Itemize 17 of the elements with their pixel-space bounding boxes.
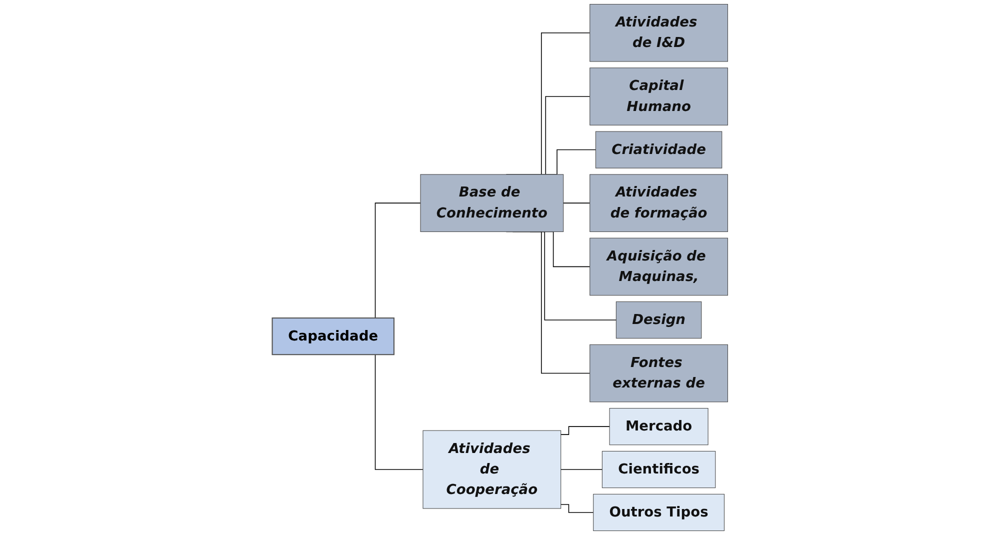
connector bbox=[560, 504, 594, 513]
node-box: Outros Tipos bbox=[593, 494, 724, 532]
node-box: Criatividade bbox=[595, 131, 722, 168]
node-box: Mercado bbox=[609, 408, 708, 446]
node-box: Base de Conhecimento bbox=[420, 174, 564, 232]
node-box: Design bbox=[616, 301, 702, 339]
node-box: Atividades de I&D bbox=[590, 4, 728, 62]
connector bbox=[560, 469, 603, 470]
connector bbox=[562, 202, 590, 204]
node-box: Capacidade bbox=[272, 317, 394, 356]
node-box: Atividades de Cooperação bbox=[422, 430, 562, 509]
node-box: Capital Humano bbox=[590, 68, 728, 126]
connector bbox=[560, 426, 610, 435]
node-box: Atividades de formação bbox=[590, 174, 728, 232]
node-box: Fontes externas de bbox=[590, 344, 728, 402]
node-box: Aquisição de Maquinas, bbox=[590, 238, 728, 296]
node-box: Cientificos bbox=[602, 450, 716, 488]
